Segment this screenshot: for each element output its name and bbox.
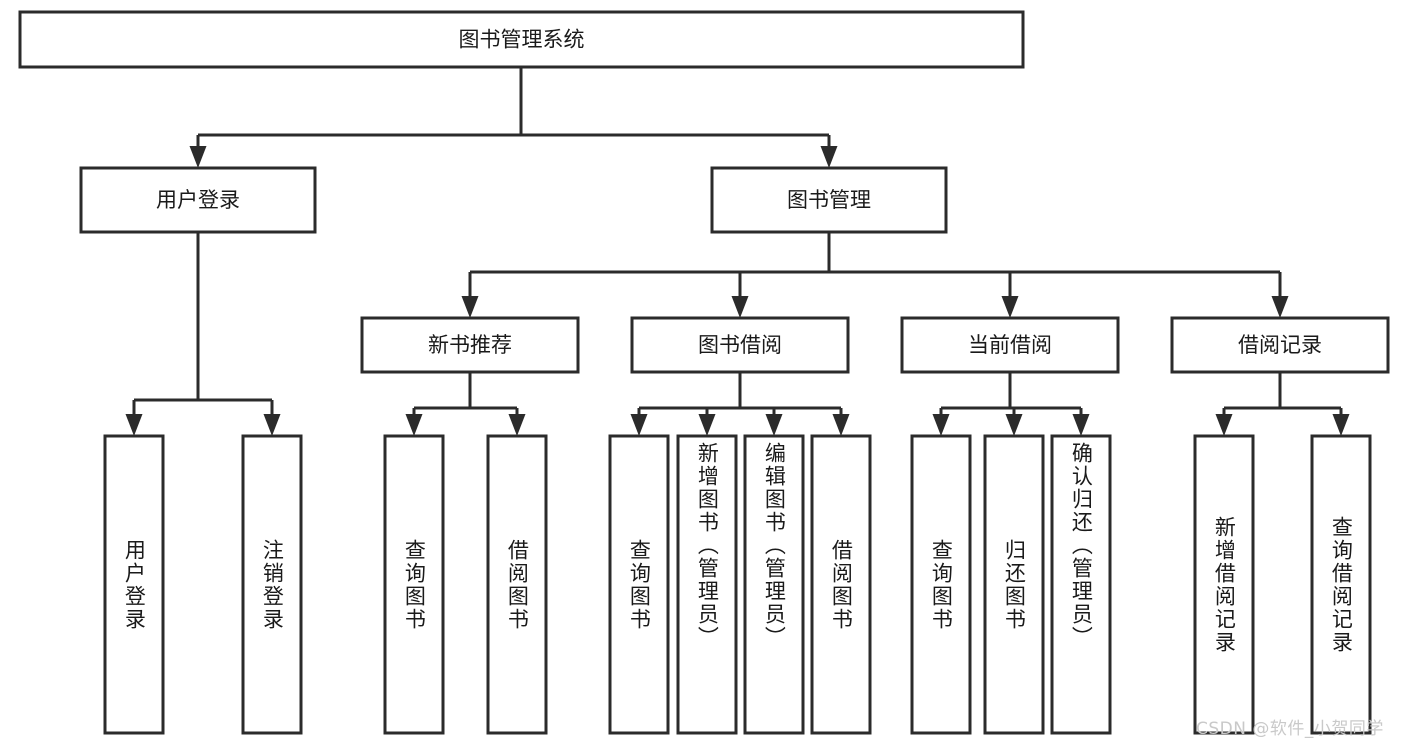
node-book-manage-label: 图书管理 <box>787 188 871 212</box>
node-leaf-confirm-return[interactable] <box>1050 434 1112 735</box>
arrowhead-icon <box>698 414 716 436</box>
connector-current-borrow-to-leaves <box>932 372 1090 436</box>
arrowhead-icon <box>1215 414 1233 436</box>
connector-user-login-to-leaves <box>125 232 281 436</box>
arrowhead-icon <box>820 146 838 168</box>
node-new-book-recommend[interactable] <box>360 316 580 374</box>
node-root-label: 图书管理系统 <box>459 28 585 52</box>
arrowhead-icon <box>1001 296 1019 318</box>
connector-new-book-recommend-to-leaves <box>405 372 526 436</box>
arrowhead-icon <box>1005 414 1023 436</box>
connector-book-borrow-to-leaves <box>630 372 850 436</box>
node-leaf-add-book[interactable] <box>676 434 738 735</box>
connectors-layer <box>125 67 1350 436</box>
node-leaf-edit-book[interactable] <box>743 434 805 735</box>
node-leaf-add-record[interactable] <box>1193 434 1255 735</box>
node-leaf-query-record[interactable] <box>1310 434 1372 735</box>
arrowhead-icon <box>1271 296 1289 318</box>
node-leaf-user-login[interactable] <box>103 434 165 735</box>
node-leaf-query-book-borrow[interactable] <box>608 434 670 735</box>
node-borrow-record[interactable] <box>1170 316 1390 374</box>
node-book-borrow-label: 图书借阅 <box>698 333 782 357</box>
node-leaf-query-book-current[interactable] <box>910 434 972 735</box>
arrowhead-icon <box>508 414 526 436</box>
node-new-book-recommend-label: 新书推荐 <box>428 333 512 357</box>
node-leaf-borrow-book[interactable] <box>810 434 872 735</box>
arrowhead-icon <box>932 414 950 436</box>
arrowhead-icon <box>461 296 479 318</box>
arrowhead-icon <box>405 414 423 436</box>
connector-borrow-record-to-leaves <box>1215 372 1350 436</box>
arrowhead-icon <box>765 414 783 436</box>
arrowhead-icon <box>1332 414 1350 436</box>
node-user-login-label: 用户登录 <box>156 188 240 212</box>
arrowhead-icon <box>125 414 143 436</box>
node-current-borrow-label: 当前借阅 <box>968 333 1052 357</box>
arrowhead-icon <box>1072 414 1090 436</box>
node-leaf-query-book-rec[interactable] <box>383 434 445 735</box>
node-user-login[interactable] <box>79 166 317 234</box>
arrowhead-icon <box>731 296 749 318</box>
node-leaf-return-book[interactable] <box>983 434 1045 735</box>
arrowhead-icon <box>832 414 850 436</box>
node-root[interactable] <box>18 10 1025 69</box>
node-current-borrow[interactable] <box>900 316 1120 374</box>
arrowhead-icon <box>189 146 207 168</box>
node-leaf-borrow-book-rec[interactable] <box>486 434 548 735</box>
connector-book-manage-to-level2 <box>461 232 1289 318</box>
node-book-borrow[interactable] <box>630 316 850 374</box>
arrowhead-icon <box>630 414 648 436</box>
node-leaf-logout[interactable] <box>241 434 303 735</box>
boxes-layer <box>18 10 1390 735</box>
connector-root-to-level1 <box>189 67 838 168</box>
node-book-manage[interactable] <box>710 166 948 234</box>
node-borrow-record-label: 借阅记录 <box>1238 333 1322 357</box>
arrowhead-icon <box>263 414 281 436</box>
